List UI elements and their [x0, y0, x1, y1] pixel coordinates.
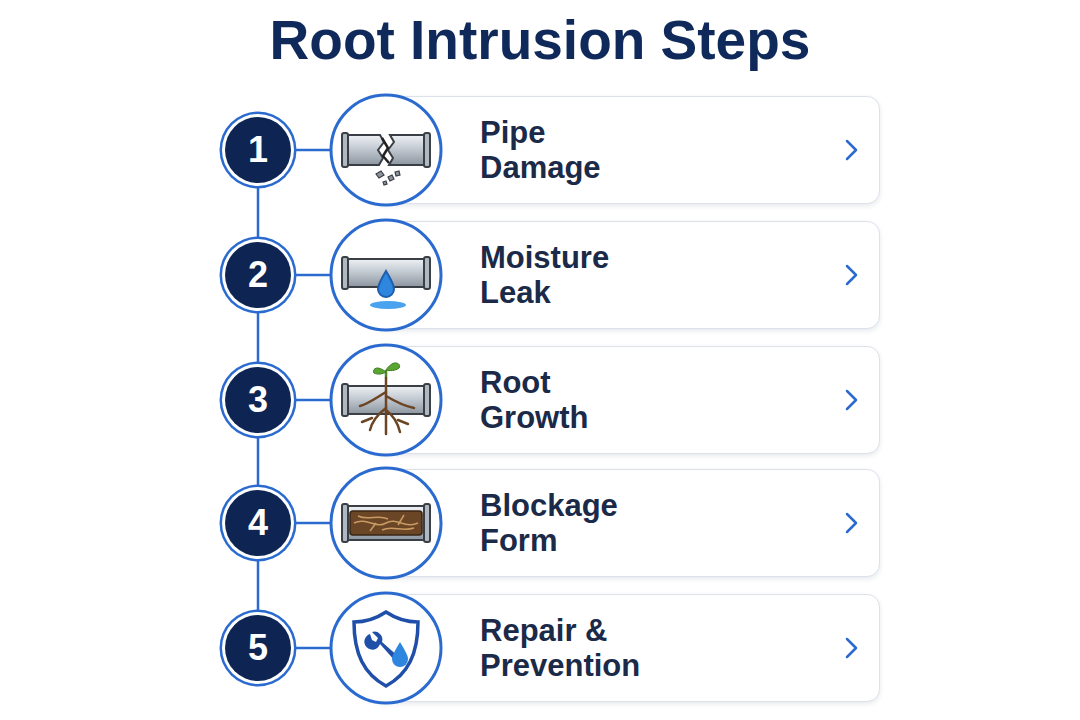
- step-connector: [257, 188, 260, 237]
- step-label: Repair & Prevention: [480, 613, 658, 683]
- step-number: 3: [225, 367, 291, 433]
- step-label: Pipe Damage: [480, 115, 658, 185]
- step-connector: [257, 561, 260, 610]
- branch-line: [295, 647, 332, 650]
- step-label: Root Growth: [480, 365, 658, 435]
- step-card: Pipe Damage: [370, 96, 880, 204]
- step-number-text: 1: [248, 129, 268, 171]
- step-label: Moisture Leak: [480, 240, 658, 310]
- step-number: 1: [225, 117, 291, 183]
- branch-line: [295, 274, 332, 277]
- step-connector: [257, 438, 260, 485]
- step-card: Root Growth: [370, 346, 880, 454]
- step-card: Repair & Prevention: [370, 594, 880, 702]
- step-number-text: 2: [248, 254, 268, 296]
- step-number: 2: [225, 242, 291, 308]
- step-card: Blockage Form: [370, 469, 880, 577]
- branch-line: [295, 399, 332, 402]
- step-number-text: 3: [248, 379, 268, 421]
- branch-line: [295, 522, 332, 525]
- step-card: Moisture Leak: [370, 221, 880, 329]
- step-number: 5: [225, 615, 291, 681]
- diagram-title: Root Intrusion Steps: [0, 8, 1080, 72]
- step-label: Blockage Form: [480, 488, 658, 558]
- step-number-text: 5: [248, 627, 268, 669]
- step-connector: [257, 313, 260, 362]
- branch-line: [295, 149, 332, 152]
- step-number-text: 4: [248, 502, 268, 544]
- step-number: 4: [225, 490, 291, 556]
